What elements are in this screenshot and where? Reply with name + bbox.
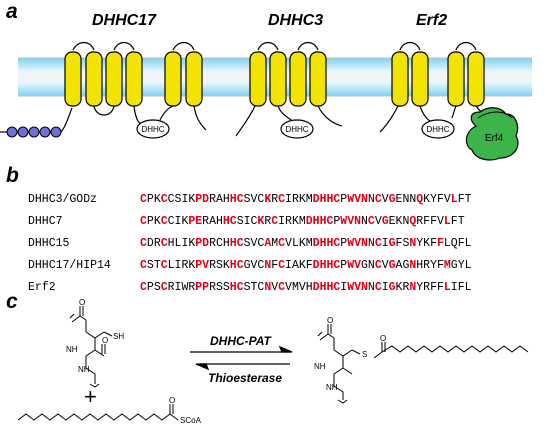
amide-nh-1: NH: [66, 345, 78, 354]
dhhc-domain-label-2: DHHC: [285, 125, 308, 134]
panel-letter-c: c: [6, 290, 18, 313]
cysteine-structure: [69, 306, 113, 388]
dhhc-domain-3: [421, 119, 455, 139]
amide-nh-3: NH: [314, 362, 326, 371]
sequence-name: DHHC3/GODz: [28, 193, 98, 206]
carbonyl-o-4: O: [380, 334, 386, 343]
ankyrin-repeats: [6, 126, 62, 138]
panel-letter-b: b: [6, 164, 19, 187]
panel-letter-a: a: [6, 0, 18, 23]
sequence-name: DHHC17/HIP14: [28, 259, 111, 272]
erf4-protein: [465, 107, 519, 161]
forward-reaction-label: DHHC-PAT: [210, 334, 271, 348]
palmitoyl-coa-structure: [17, 404, 179, 421]
carbonyl-o-2: O: [102, 336, 108, 345]
thioester-s: S: [362, 350, 367, 359]
dhhc-domain-label-3: DHHC: [426, 125, 449, 134]
sequence-name: DHHC7: [28, 215, 63, 228]
sequence-row: CPKCCSIKPDRAHHCSVCKRCIRKMDHHCPWVNNCVGENN…: [140, 193, 472, 206]
sequence-row: CDRCHLIKPDRCHHCSVCAMCVLKMDHHCPWVNNCIGFSN…: [140, 237, 472, 250]
sequence-name: Erf2: [28, 281, 56, 294]
dhhc-domain-2: [280, 119, 314, 139]
coa-group: SCoA: [180, 416, 202, 425]
carbonyl-o-5: O: [169, 396, 175, 405]
reaction-arrows: [190, 345, 293, 371]
protein-name-dhhc3: DHHC3: [268, 12, 324, 29]
sequence-row: CPSCRIWRPPRSSHCSTCNVCVMVHDHHCIWVNNCIGKRN…: [140, 281, 472, 294]
carbonyl-o-3: O: [327, 316, 333, 325]
sequence-name: DHHC15: [28, 237, 70, 250]
amide-nh-2: NH: [78, 365, 90, 374]
reverse-reaction-label: Thioesterase: [208, 371, 283, 385]
protein-name-erf2: Erf2: [416, 12, 448, 29]
plus-sign: +: [84, 384, 97, 409]
palmitoyl-cysteine-structure: [317, 324, 529, 404]
sequence-row: CPKCCIKPERAHHCSICKRCIRKMDHHCPWVNNCVGEKNQ…: [140, 215, 465, 228]
carbonyl-o-1: O: [79, 298, 85, 307]
sequence-row: CSTCLIRKPVRSKHCGVCNFCIAKFDHHCPWVGNCVGAGN…: [140, 259, 472, 272]
tm-helices: [64, 51, 485, 107]
protein-name-dhhc17: DHHC17: [92, 12, 157, 29]
amide-nh-4: NH: [326, 383, 338, 392]
erf4-label: Erf4: [485, 133, 504, 144]
dhhc-domain-1: [136, 119, 170, 139]
thiol-sh: SH: [113, 332, 124, 341]
dhhc-domain-label-1: DHHC: [141, 125, 164, 134]
